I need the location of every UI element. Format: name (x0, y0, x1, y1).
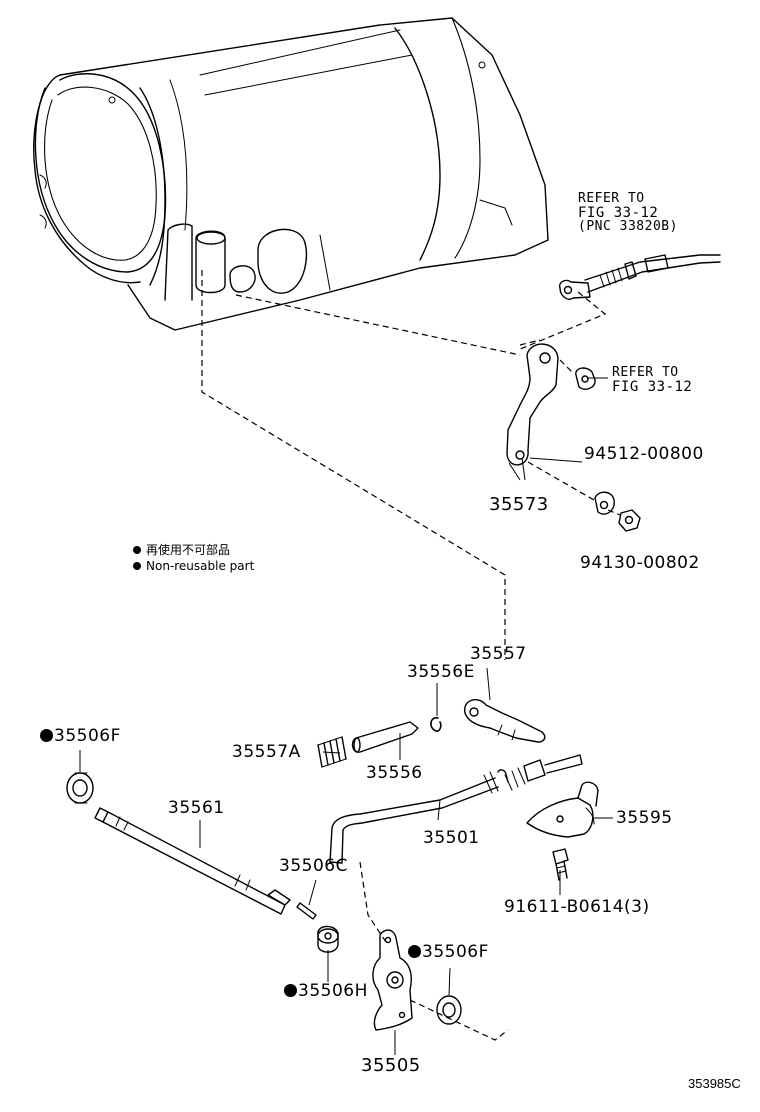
shaft-35561 (94, 807, 291, 915)
e-ring-35556E (430, 717, 442, 732)
fig-line: FIG 33-12 (578, 204, 659, 221)
part-label-94512-00800: 94512-00800 (584, 444, 704, 464)
cable-35501 (329, 754, 583, 864)
leader-lines (79, 377, 613, 1055)
pnc-line: (PNC 33820B) (578, 219, 678, 235)
part-label-35506C: 35506C (279, 856, 348, 876)
non-reusable-dot-icon (408, 945, 421, 958)
washer-94512 (594, 491, 615, 515)
transmission-housing (33, 17, 549, 331)
fig-line: FIG 33-12 (612, 378, 693, 395)
part-label-35506F-bottom: 35506F (408, 944, 489, 961)
legend-line-en: Non-reusable part (133, 560, 254, 572)
bracket-refer-note: REFER TO FIG 33-12 (612, 366, 692, 394)
cable-refer-note: REFER TO FIG 33-12 (PNC 33820B) (578, 192, 678, 234)
legend-en-text: Non-reusable part (146, 559, 255, 573)
non-reusable-dot-icon (40, 729, 53, 742)
control-cable-end (559, 254, 721, 300)
part-label-35573: 35573 (489, 494, 549, 515)
lever-35505 (372, 929, 413, 1031)
legend-jp-text: 再使用不可部品 (146, 543, 231, 557)
non-reusable-dot-icon (284, 984, 297, 997)
detent-spring-35557 (464, 699, 546, 743)
non-reusable-dot-icon (133, 562, 141, 570)
oil-seal-35506F-bottom (436, 995, 462, 1025)
seal-35506H (317, 925, 339, 953)
pin-35506C (296, 902, 317, 920)
part-label-35557: 35557 (470, 644, 527, 664)
oil-seal-35506F-top (66, 772, 94, 804)
part-number: 35506F (54, 726, 121, 746)
part-label-35561: 35561 (168, 798, 225, 818)
part-label-94130-00802: 94130-00802 (580, 553, 700, 573)
part-number: 35506H (298, 981, 368, 1001)
lever-35573 (506, 343, 559, 466)
part-label-35556E: 35556E (407, 662, 475, 682)
part-label-35506H: 35506H (284, 983, 368, 1000)
part-label-35556: 35556 (366, 763, 423, 783)
part-label-35557A: 35557A (232, 742, 301, 762)
part-label-35505: 35505 (361, 1055, 421, 1076)
part-label-35501: 35501 (423, 828, 480, 848)
refer-to-line: REFER TO (612, 365, 679, 380)
pin-35557A (317, 736, 347, 768)
figure-code: 353985C (688, 1076, 741, 1091)
part-label-35506F-top: 35506F (40, 728, 121, 745)
rod-35556 (351, 721, 419, 753)
legend: 再使用不可部品 Non-reusable part (133, 544, 254, 572)
lever-nut (575, 367, 596, 390)
bracket-35595 (526, 781, 599, 838)
part-label-35595: 35595 (616, 808, 673, 828)
assembly-guide-lines (201, 270, 621, 1041)
nut-94130 (618, 509, 641, 532)
refer-to-line: REFER TO (578, 191, 645, 206)
legend-line-jp: 再使用不可部品 (133, 544, 254, 556)
bolt-91611 (552, 848, 569, 881)
part-label-91611-B0614: 91611-B0614(3) (504, 897, 650, 917)
part-number: 35506F (422, 942, 489, 962)
non-reusable-dot-icon (133, 546, 141, 554)
